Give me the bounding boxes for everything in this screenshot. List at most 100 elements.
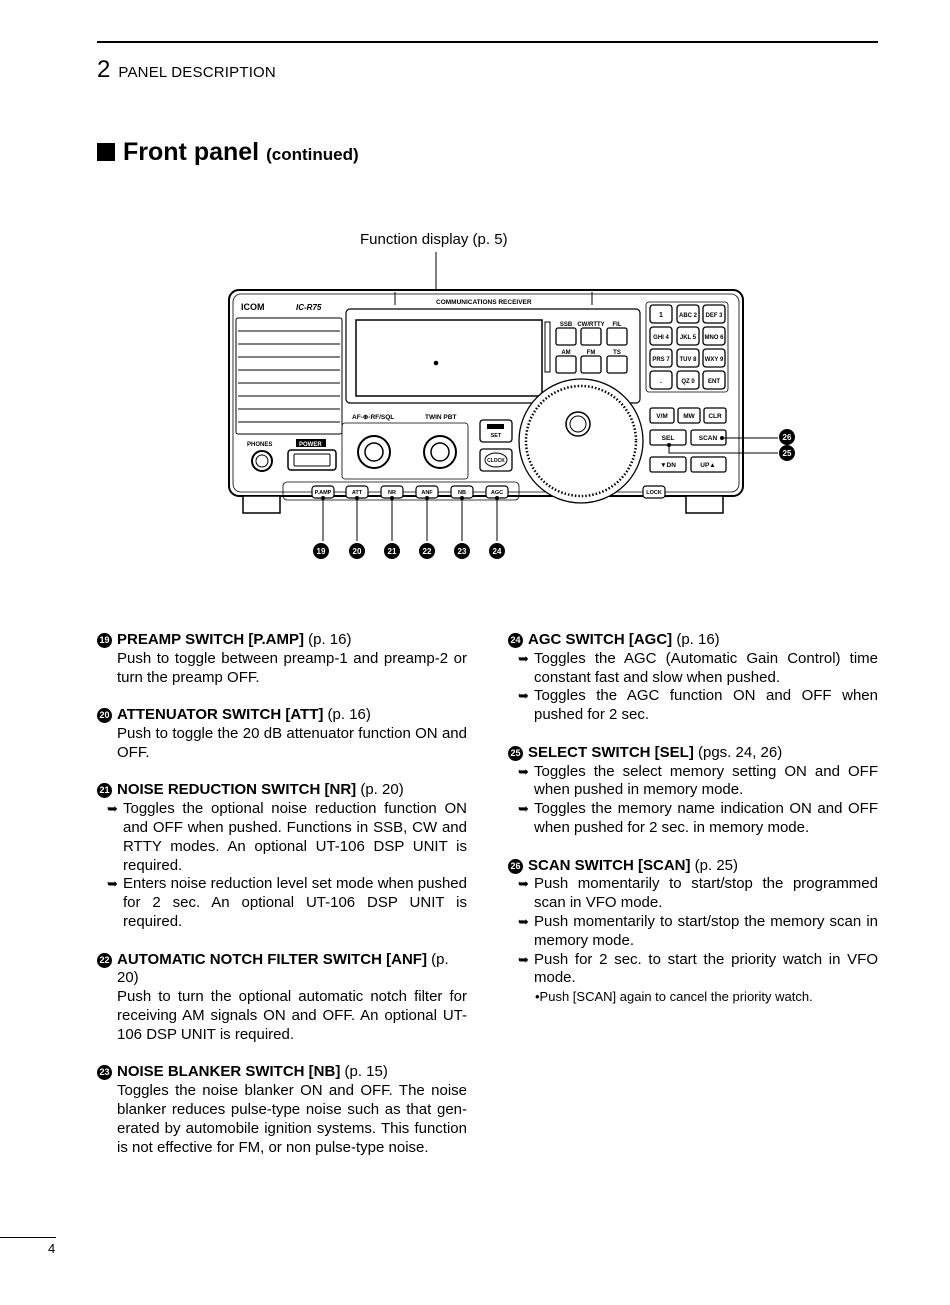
svg-text:JKL 5: JKL 5 xyxy=(680,335,697,341)
item-title: PREAMP SWITCH [P.AMP] xyxy=(117,631,304,648)
bullet: ➥Toggles the optional noise reduction fu… xyxy=(107,800,467,874)
item-title: SELECT SWITCH [SEL] xyxy=(528,743,694,761)
svg-text:SCAN: SCAN xyxy=(699,435,718,442)
svg-text:GHI 4: GHI 4 xyxy=(653,335,669,341)
twin-pbt-knob xyxy=(423,435,457,469)
section-heading: Front panel (continued) xyxy=(97,138,359,167)
section-title: Front panel xyxy=(123,138,260,166)
arrow-icon: ➥ xyxy=(518,763,529,779)
af-rf-sql-label: AF-⊕-RF/SQL xyxy=(352,414,394,421)
item-title: SCAN SWITCH [SCAN] xyxy=(528,856,691,874)
svg-text:20: 20 xyxy=(353,547,362,556)
svg-text:SEL: SEL xyxy=(662,435,675,442)
function-display-label: Function display (p. 5) xyxy=(360,231,508,248)
arrow-icon: ➥ xyxy=(518,688,529,704)
svg-text:19: 19 xyxy=(317,547,326,556)
svg-text:FIL: FIL xyxy=(613,322,622,328)
model-label: IC-R75 xyxy=(296,303,322,312)
svg-text:FM: FM xyxy=(587,350,596,356)
svg-text:▼DN: ▼DN xyxy=(660,462,676,469)
bullet: ➥Push for 2 sec. to start the priority w… xyxy=(518,950,878,987)
svg-text:V/M: V/M xyxy=(656,413,668,420)
item-number: 19 xyxy=(97,633,112,648)
svg-text:NB: NB xyxy=(458,490,466,496)
item-number: 20 xyxy=(97,708,112,724)
svg-text:ABC 2: ABC 2 xyxy=(679,313,698,319)
item-body: Push to toggle the 20 dB attenuator func… xyxy=(117,724,467,761)
chapter-heading: 2 PANEL DESCRIPTION xyxy=(97,56,276,84)
bullet: ➥Push momentarily to start/stop the prog… xyxy=(518,875,878,912)
item-number: 23 xyxy=(97,1065,112,1081)
svg-text:QZ 0: QZ 0 xyxy=(681,379,695,385)
svg-text:26: 26 xyxy=(783,433,792,442)
af-rf-knob xyxy=(357,435,391,469)
item-body: Push to toggle between preamp-1 and prea… xyxy=(117,649,467,686)
item-number: 24 xyxy=(508,633,523,648)
bullet: ➥Toggles the AGC function ON and OFF whe… xyxy=(518,687,878,724)
bullet: ➥Toggles the AGC (Automatic Gain Control… xyxy=(518,649,878,686)
svg-text:PRS 7: PRS 7 xyxy=(652,357,670,363)
bullet: ➥Enters noise reduction level set mode w… xyxy=(107,875,467,930)
svg-text:.: . xyxy=(660,378,662,385)
arrow-icon: ➥ xyxy=(107,876,118,892)
square-bullet-icon xyxy=(97,143,115,161)
item-title: ATTENUATOR SWITCH [ATT] xyxy=(117,706,324,724)
svg-text:MNO 6: MNO 6 xyxy=(704,335,724,341)
item-note: •Push [SCAN] again to cancel the priorit… xyxy=(535,989,813,1005)
item-number: 22 xyxy=(97,952,112,968)
item-body: Toggles the noise blanker ON and OFF. Th… xyxy=(117,1082,467,1156)
svg-text:SSB: SSB xyxy=(560,322,573,328)
svg-text:AM: AM xyxy=(561,350,570,356)
function-display xyxy=(355,319,543,397)
item-number: 21 xyxy=(97,783,112,799)
item-title: AGC SWITCH [AGC] xyxy=(528,631,673,648)
svg-text:23: 23 xyxy=(458,547,467,556)
arrow-icon: ➥ xyxy=(518,876,529,892)
receiver-front-panel-illustration: COMMUNICATIONS RECEIVER ICOM IC-R75 PHON… xyxy=(228,252,795,559)
svg-text:CW/RTTY: CW/RTTY xyxy=(577,322,604,328)
arrow-icon: ➥ xyxy=(518,951,529,967)
header-rule xyxy=(97,41,878,43)
svg-text:ATT: ATT xyxy=(352,490,363,496)
svg-text:24: 24 xyxy=(493,547,502,556)
svg-text:MW: MW xyxy=(683,413,695,420)
arrow-icon: ➥ xyxy=(107,801,118,817)
svg-text:DEF 3: DEF 3 xyxy=(705,313,723,319)
svg-text:P.AMP: P.AMP xyxy=(315,490,332,496)
arrow-icon: ➥ xyxy=(518,650,529,666)
bullet: ➥Push momentarily to start/stop the memo… xyxy=(518,912,878,949)
svg-text:LOCK: LOCK xyxy=(646,490,662,496)
svg-text:21: 21 xyxy=(388,547,397,556)
power-switch xyxy=(287,449,337,471)
phones-label: PHONES xyxy=(247,442,272,448)
svg-text:CLOCK: CLOCK xyxy=(487,458,505,464)
twin-pbt-label: TWIN PBT xyxy=(425,414,456,421)
arrow-icon: ➥ xyxy=(518,801,529,817)
svg-text:NR: NR xyxy=(388,490,396,496)
chapter-number: 2 xyxy=(97,56,111,83)
main-tuning-dial xyxy=(518,378,644,504)
arrow-icon: ➥ xyxy=(518,913,529,929)
item-body: Push to turn the optional automatic notc… xyxy=(117,988,467,1043)
svg-text:ANF: ANF xyxy=(421,490,433,496)
svg-text:WXY 9: WXY 9 xyxy=(705,357,724,363)
svg-text:TS: TS xyxy=(613,350,621,356)
item-number: 26 xyxy=(508,858,523,874)
svg-text:22: 22 xyxy=(423,547,432,556)
svg-text:AGC: AGC xyxy=(491,490,503,496)
icom-logo: ICOM xyxy=(241,302,265,312)
svg-text:CLR: CLR xyxy=(708,413,722,420)
chapter-title: PANEL DESCRIPTION xyxy=(118,64,276,81)
svg-text:1: 1 xyxy=(659,312,663,319)
svg-text:UP▲: UP▲ xyxy=(700,462,715,469)
